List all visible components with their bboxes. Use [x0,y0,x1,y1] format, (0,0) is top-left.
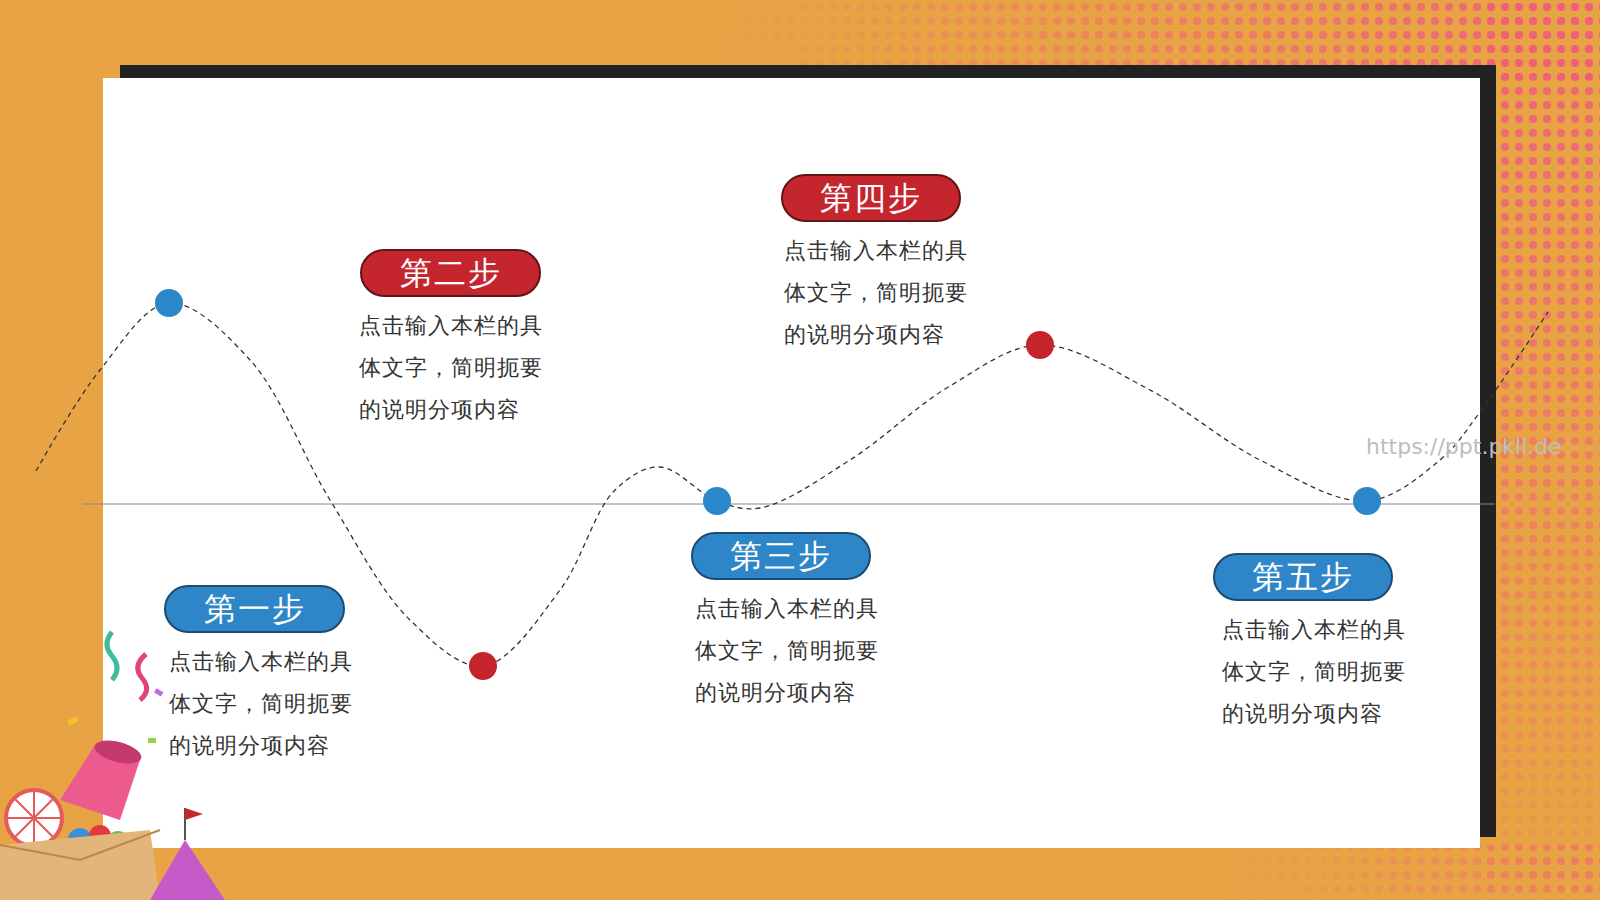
step-pill: 第五步 [1213,553,1393,601]
step-block: 第五步点击输入本栏的具 体文字，简明扼要 的说明分项内容 [1213,553,1407,735]
watermark: https://ppt.pkll.de [1366,434,1562,459]
step-description: 点击输入本栏的具 体文字，简明扼要 的说明分项内容 [359,305,544,431]
step-pill: 第一步 [164,585,345,633]
axis-line [82,504,1495,505]
wave-dot [1353,487,1381,515]
step-description: 点击输入本栏的具 体文字，简明扼要 的说明分项内容 [695,588,880,714]
step-description: 点击输入本栏的具 体文字，简明扼要 的说明分项内容 [169,641,354,767]
step-pill: 第二步 [360,249,541,297]
card [103,78,1480,848]
wave-dot [1026,331,1054,359]
step-description: 点击输入本栏的具 体文字，简明扼要 的说明分项内容 [784,230,969,356]
wave-dot [703,487,731,515]
halftone [1200,845,1600,900]
wave-dot [155,289,183,317]
wave-dot [469,652,497,680]
step-block: 第一步点击输入本栏的具 体文字，简明扼要 的说明分项内容 [164,585,354,767]
step-description: 点击输入本栏的具 体文字，简明扼要 的说明分项内容 [1222,609,1407,735]
step-pill: 第四步 [781,174,961,222]
step-pill: 第三步 [691,532,871,580]
step-block: 第四步点击输入本栏的具 体文字，简明扼要 的说明分项内容 [781,174,969,356]
step-block: 第二步点击输入本栏的具 体文字，简明扼要 的说明分项内容 [360,249,544,431]
step-block: 第三步点击输入本栏的具 体文字，简明扼要 的说明分项内容 [691,532,880,714]
